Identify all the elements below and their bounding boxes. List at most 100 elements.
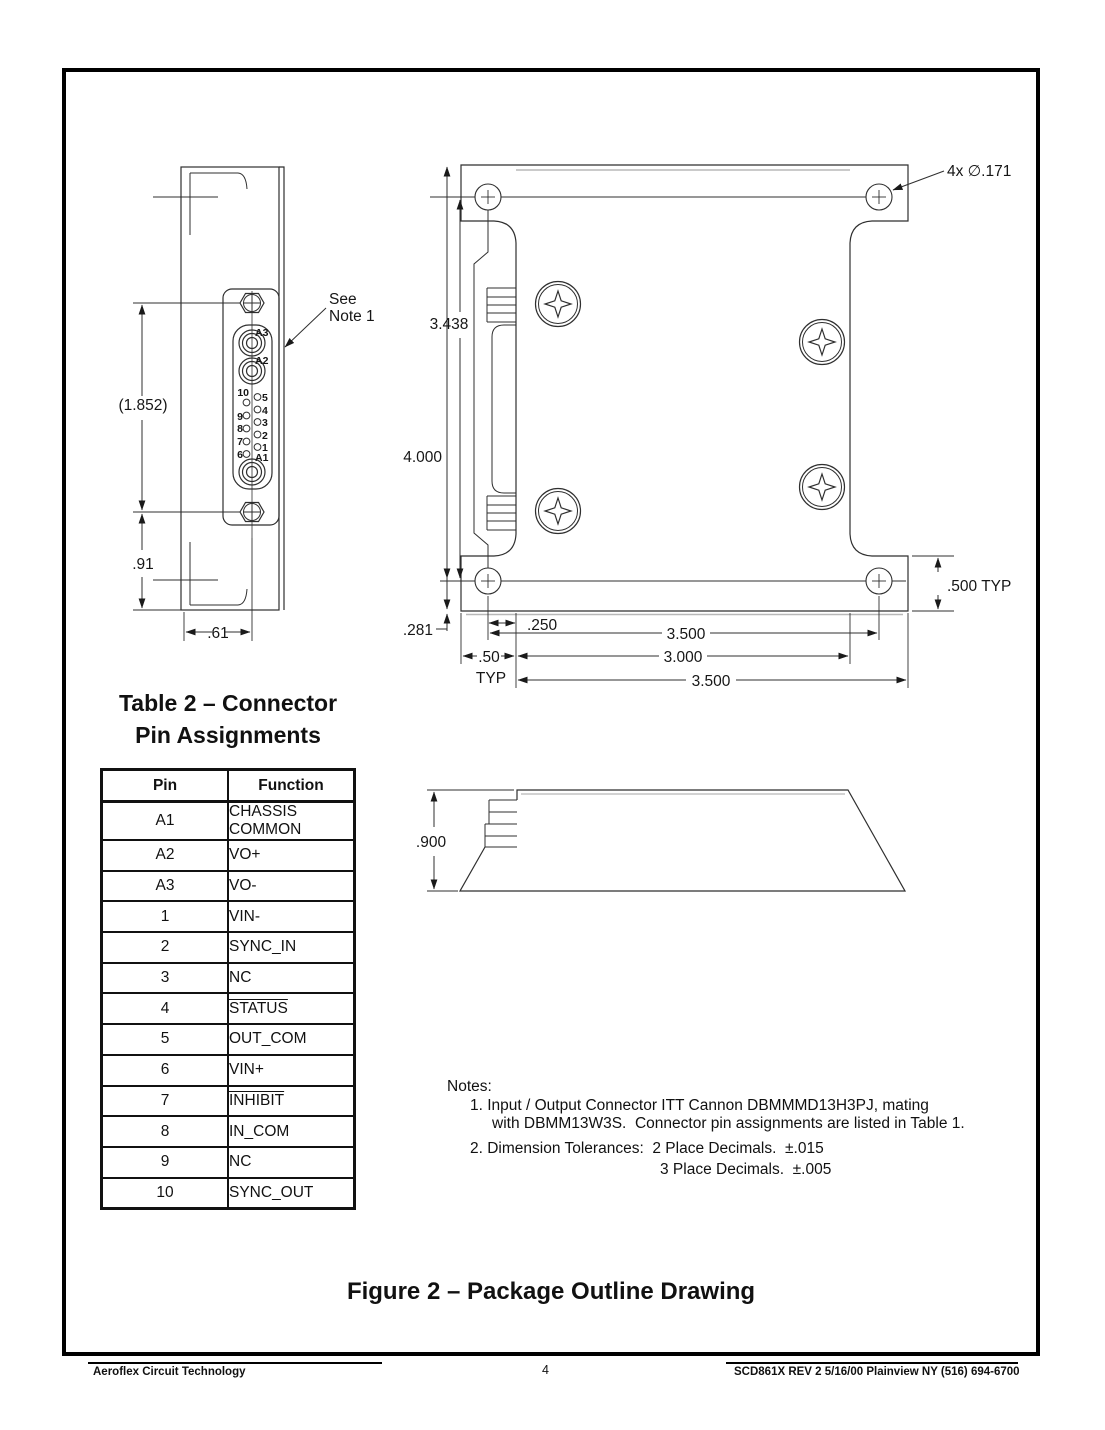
footer-rule-right xyxy=(726,1362,1018,1364)
pin-label-9: 9 xyxy=(237,411,243,423)
dim-50-typ-label: TYP xyxy=(476,670,506,687)
footer-company: Aeroflex Circuit Technology xyxy=(93,1366,246,1378)
pin-label-2: 2 xyxy=(262,430,268,442)
dim-900-label: .900 xyxy=(416,834,447,851)
table-title-line2: Pin Assignments xyxy=(135,722,321,748)
pin-cell: 8 xyxy=(100,1115,229,1148)
dim-281-label: .281 xyxy=(403,622,433,639)
connector-nut-profile-top xyxy=(486,287,516,323)
function-cell: VIN+ xyxy=(227,1053,356,1087)
pin-cell: 1 xyxy=(100,900,229,934)
coax-contact-a1 xyxy=(238,458,266,486)
dim-3500-hole-label: 3.500 xyxy=(667,626,706,643)
connector-shroud xyxy=(232,324,273,490)
note-2-line1: 2. Dimension Tolerances: 2 Place Decimal… xyxy=(470,1140,824,1157)
coax-label-a1: A1 xyxy=(255,452,269,464)
pin-label-5: 5 xyxy=(262,392,268,404)
footer-rule-left xyxy=(88,1362,382,1364)
function-cell: CHASSIS COMMON xyxy=(227,800,356,841)
dim-3438-label: 3.438 xyxy=(430,316,469,333)
pin-cell: 4 xyxy=(100,992,229,1026)
dim-width-label: .61 xyxy=(207,625,229,642)
dim-3000-label: 3.000 xyxy=(664,649,703,666)
function-cell: VO+ xyxy=(227,839,356,872)
pin-cell: 3 xyxy=(100,961,229,995)
function-cell: NC xyxy=(227,1145,356,1179)
function-column-header: Function xyxy=(227,768,356,803)
pin-cell: A3 xyxy=(100,869,229,903)
pin-cell: 5 xyxy=(100,1023,229,1056)
note-1-line1: 1. Input / Output Connector ITT Cannon D… xyxy=(470,1097,929,1114)
footer-page-number: 4 xyxy=(542,1363,549,1377)
pin-cell: 7 xyxy=(100,1084,229,1118)
connector-nut-profile-bottom xyxy=(486,495,516,531)
dim-500-typ-label: .500 TYP xyxy=(947,578,1011,595)
pin-cell: A1 xyxy=(100,800,229,841)
function-cell: SYNC_IN xyxy=(227,931,356,964)
pin-column-header: Pin xyxy=(100,768,229,803)
table-header-row: Pin Function xyxy=(100,768,356,803)
dim-connector-span-label: (1.852) xyxy=(118,397,167,414)
coax-label-a2: A2 xyxy=(255,355,269,367)
function-cell: STATUS xyxy=(227,992,356,1026)
pin-cell: A2 xyxy=(100,839,229,872)
function-cell: NC xyxy=(227,961,356,995)
coax-label-a3: A3 xyxy=(255,327,269,339)
left-side-view xyxy=(133,166,327,641)
function-cell: SYNC_OUT xyxy=(227,1176,356,1210)
see-note-label-line2: Note 1 xyxy=(329,308,375,325)
footer-doc-id: SCD861X REV 2 5/16/00 Plainview NY (516)… xyxy=(734,1366,1020,1378)
pin-label-1: 1 xyxy=(262,442,268,454)
pin-cell: 9 xyxy=(100,1145,229,1179)
dim-3500-overall-label: 3.500 xyxy=(692,673,731,690)
connector-nut-profile-side xyxy=(484,799,517,848)
holes-callout-label: 4x ∅.171 xyxy=(947,163,1011,180)
note-2-line2: 3 Place Decimals. ±.005 xyxy=(660,1161,832,1178)
function-cell: IN_COM xyxy=(227,1115,356,1148)
notes-heading: Notes: xyxy=(447,1078,492,1095)
pin-label-10: 10 xyxy=(237,387,249,399)
table-title-line1: Table 2 – Connector xyxy=(118,690,338,716)
function-cell: VO- xyxy=(227,869,356,903)
function-cell: VIN- xyxy=(227,900,356,934)
pin-label-6: 6 xyxy=(237,449,243,461)
profile-view xyxy=(427,789,907,892)
pin-cell: 6 xyxy=(100,1053,229,1087)
see-note-label-line1: See xyxy=(329,291,357,308)
front-view xyxy=(430,164,954,688)
dim-50-label: .50 xyxy=(478,649,500,666)
note-1-line2: with DBMM13W3S. Connector pin assignment… xyxy=(492,1115,965,1132)
pin-label-4: 4 xyxy=(262,405,268,417)
pin-label-7: 7 xyxy=(237,436,243,448)
coax-contact-a2 xyxy=(238,357,266,385)
function-cell: OUT_COM xyxy=(227,1023,356,1056)
pin-cell: 10 xyxy=(100,1176,229,1210)
pin-label-8: 8 xyxy=(237,423,243,435)
dim-lower-label: .91 xyxy=(132,556,154,573)
pin-label-3: 3 xyxy=(262,417,268,429)
connector-panel xyxy=(222,288,280,526)
coax-contact-a3 xyxy=(238,329,266,357)
dim-4000-label: 4.000 xyxy=(403,449,442,466)
function-cell: INHIBIT xyxy=(227,1084,356,1118)
figure-title: Figure 2 – Package Outline Drawing xyxy=(346,1278,756,1305)
pin-cell: 2 xyxy=(100,931,229,964)
pin-holes xyxy=(242,393,262,458)
